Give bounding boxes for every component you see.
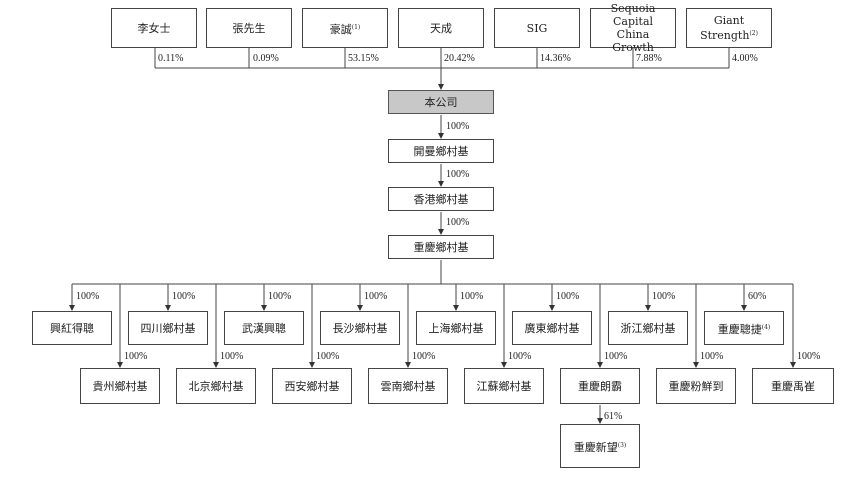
entity-label: 北京鄉村基: [188, 379, 244, 393]
subsidiary-node: 雲南鄉村基: [368, 368, 448, 404]
subsidiary-node: 北京鄉村基: [176, 368, 256, 404]
shareholder-label: 天成: [430, 21, 452, 35]
subsidiary-node: 四川鄉村基: [128, 311, 208, 345]
ownership-pct: 60%: [748, 291, 767, 302]
shareholding-pct: 0.11%: [158, 53, 184, 64]
shareholder-label: 李女士: [137, 21, 171, 35]
entity-label: 四川鄉村基: [140, 321, 196, 335]
ownership-pct: 100%: [700, 351, 724, 362]
shareholding-pct: 53.15%: [348, 53, 379, 64]
ownership-pct: 100%: [460, 291, 484, 302]
subsidiary-node: 江蘇鄉村基: [464, 368, 544, 404]
subsidiary-node: 浙江鄉村基: [608, 311, 688, 345]
shareholder-label: Sequoia Capital China Growth: [610, 2, 656, 54]
ownership-pct: 100%: [446, 121, 470, 132]
subsidiary-node: 廣東鄉村基: [512, 311, 592, 345]
ownership-pct: 100%: [76, 291, 100, 302]
entity-label: 西安鄉村基: [284, 379, 340, 393]
cayman-entity: 開曼鄉村基: [388, 139, 494, 163]
ownership-pct: 61%: [604, 411, 623, 422]
ownership-pct: 100%: [446, 169, 470, 180]
footnote-marker: (4): [761, 323, 771, 331]
shareholding-pct: 4.00%: [732, 53, 758, 64]
ownership-pct: 100%: [316, 351, 340, 362]
subsidiary-node: 重慶禹崔: [752, 368, 834, 404]
ownership-pct: 100%: [124, 351, 148, 362]
entity-label: 重慶粉鮮到: [668, 379, 724, 393]
entity-label: 長沙鄉村基: [332, 321, 388, 335]
shareholding-pct: 20.42%: [444, 53, 475, 64]
shareholder-giant-strength: Giant Strength(2): [686, 8, 772, 48]
ownership-pct: 100%: [220, 351, 244, 362]
shareholder-sequoia: Sequoia Capital China Growth: [590, 2, 676, 54]
entity-label: 香港鄉村基: [413, 192, 469, 206]
shareholding-pct: 7.88%: [636, 53, 662, 64]
shareholder-label: Giant Strength(2): [700, 14, 758, 42]
entity-label: 重慶聰捷(4): [717, 322, 771, 336]
entity-label: 雲南鄉村基: [380, 379, 436, 393]
ownership-pct: 100%: [508, 351, 532, 362]
footnote-marker: (1): [351, 23, 361, 31]
ownership-pct: 100%: [172, 291, 196, 302]
subsidiary-node: 重慶朗霸: [560, 368, 640, 404]
hongkong-entity: 香港鄉村基: [388, 187, 494, 211]
subsidiary-node: 貴州鄉村基: [80, 368, 160, 404]
shareholding-pct: 14.36%: [540, 53, 571, 64]
entity-label: 武漢興聰: [242, 321, 286, 335]
shareholder-li: 李女士: [111, 8, 197, 48]
shareholder-label: 豪誠(1): [329, 22, 361, 36]
shareholder-label: SIG: [526, 21, 548, 35]
ownership-pct: 100%: [652, 291, 676, 302]
entity-label: 貴州鄉村基: [92, 379, 148, 393]
subsidiary-node: 重慶粉鮮到: [656, 368, 736, 404]
shareholder-tiancheng: 天成: [398, 8, 484, 48]
ownership-pct: 100%: [364, 291, 388, 302]
entity-label: 開曼鄉村基: [413, 144, 469, 158]
subsidiary-node: 重慶聰捷(4): [704, 311, 784, 345]
entity-label: 浙江鄉村基: [620, 321, 676, 335]
shareholder-label: 張先生: [232, 21, 266, 35]
grandchild-node: 重慶新望(3): [560, 424, 640, 468]
ownership-pct: 100%: [412, 351, 436, 362]
entity-label: 廣東鄉村基: [524, 321, 580, 335]
shareholder-zhang: 張先生: [206, 8, 292, 48]
subsidiary-node: 武漢興聰: [224, 311, 304, 345]
ownership-pct: 100%: [604, 351, 628, 362]
subsidiary-node: 長沙鄉村基: [320, 311, 400, 345]
shareholding-pct: 0.09%: [253, 53, 279, 64]
company-node: 本公司: [388, 90, 494, 114]
ownership-pct: 100%: [797, 351, 821, 362]
shareholder-sig: SIG: [494, 8, 580, 48]
entity-label: 重慶朗霸: [578, 379, 622, 393]
footnote-marker: (3): [617, 441, 627, 449]
ownership-pct: 100%: [556, 291, 580, 302]
entity-label: 上海鄉村基: [428, 321, 484, 335]
ownership-pct: 100%: [446, 217, 470, 228]
shareholder-haocheng: 豪誠(1): [302, 8, 388, 48]
subsidiary-node: 上海鄉村基: [416, 311, 496, 345]
entity-label: 興紅得聰: [50, 321, 94, 335]
chongqing-entity: 重慶鄉村基: [388, 235, 494, 259]
footnote-marker: (2): [749, 30, 758, 37]
entity-label: 江蘇鄉村基: [476, 379, 532, 393]
ownership-pct: 100%: [268, 291, 292, 302]
subsidiary-node: 興紅得聰: [32, 311, 112, 345]
entity-label: 重慶禹崔: [771, 379, 815, 393]
entity-label: 重慶新望(3): [573, 440, 627, 454]
entity-label: 重慶鄉村基: [413, 240, 469, 254]
subsidiary-node: 西安鄉村基: [272, 368, 352, 404]
company-label: 本公司: [424, 95, 458, 109]
